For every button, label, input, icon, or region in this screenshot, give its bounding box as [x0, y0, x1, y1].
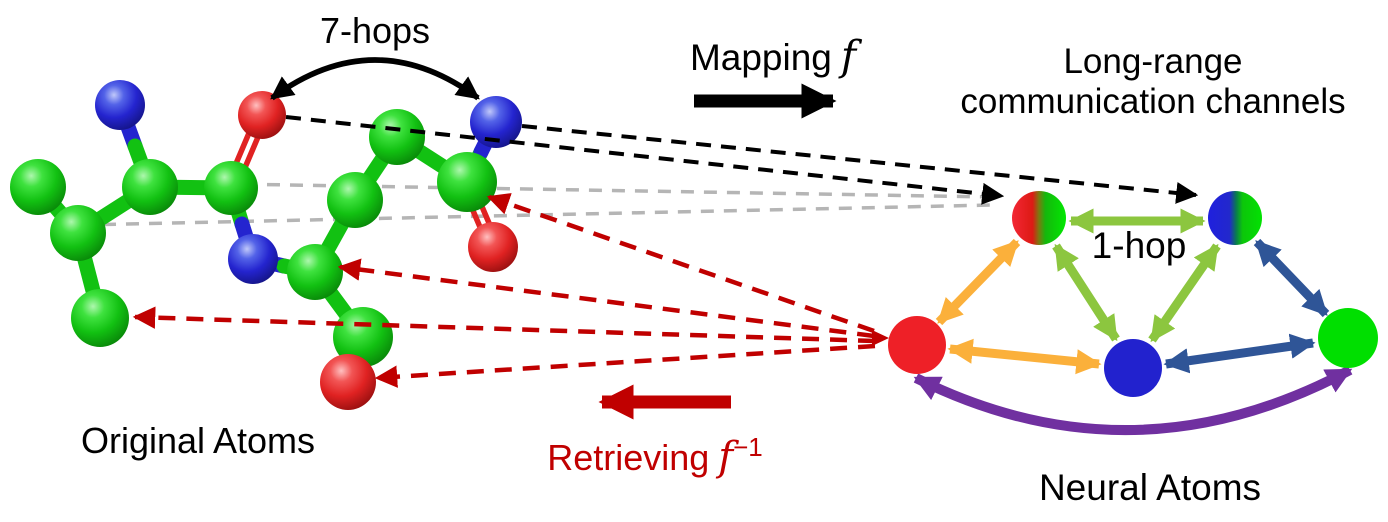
atom-green	[287, 244, 343, 300]
retrieving-dashed-line-3	[132, 306, 876, 344]
atom-red	[320, 354, 376, 410]
edge-orange-red-to-rg	[935, 238, 1021, 326]
mapping-symbol: f	[838, 32, 863, 80]
atom-green	[50, 205, 106, 261]
atom-green	[204, 161, 258, 215]
atom-green	[333, 307, 393, 367]
node-hybrid-red-green	[1012, 191, 1066, 245]
long-range-label-line1: Long-range	[1063, 42, 1242, 81]
retrieving-dashed-line-2	[337, 258, 875, 339]
seven-hops-arc-arrow	[270, 57, 480, 101]
mapping-dashed-line-blue-atom	[521, 124, 1199, 204]
atom-red	[468, 222, 518, 272]
edge-lightgreen-bg-to-blue	[1148, 243, 1221, 343]
gray-dashed-correspondence-lines	[79, 181, 993, 227]
neural-atoms-graph	[888, 191, 1378, 435]
atom-blue	[95, 80, 145, 130]
retrieving-superscript: −1	[733, 432, 763, 462]
edge-lightgreen-rg-to-blue	[1052, 243, 1120, 342]
original-molecule	[10, 80, 522, 410]
retrieving-dashed-line-4	[374, 343, 876, 388]
node-blue	[1104, 339, 1162, 397]
long-range-label-line2: communication channels	[960, 82, 1345, 121]
gray-dashed-line-1	[174, 181, 993, 199]
atom-blue	[228, 234, 278, 284]
atom-green	[369, 109, 425, 165]
gray-dashed-line-2	[79, 203, 993, 227]
node-green	[1318, 308, 1378, 368]
mapping-dashed-line-red-atom	[285, 115, 1005, 205]
atom-green	[437, 152, 497, 212]
red-dashed-retrieving-lines	[132, 193, 889, 388]
node-red	[888, 316, 946, 374]
edge-navy-bg-to-green	[1253, 238, 1330, 318]
original-atoms-caption: Original Atoms	[81, 420, 315, 461]
edge-orange-red-to-blue	[947, 338, 1102, 375]
atom-red	[238, 91, 286, 139]
edge-purple-red-to-green	[913, 365, 1353, 435]
black-dashed-mapping-lines	[285, 115, 1199, 205]
atom-green	[71, 289, 129, 347]
edge-navy-blue-to-green	[1163, 333, 1316, 374]
neural-atoms-caption: Neural Atoms	[1039, 467, 1261, 508]
retrieving-word: Retrieving	[547, 437, 709, 478]
seven-hops-label: 7-hops	[320, 10, 430, 51]
node-hybrid-blue-green	[1208, 191, 1262, 245]
one-hop-label: 1-hop	[1092, 225, 1187, 266]
retrieving-converge-arrowhead	[872, 330, 889, 346]
atom-green	[10, 159, 66, 215]
atom-blue	[470, 96, 522, 148]
atom-green	[327, 172, 383, 228]
mapping-word: Mapping	[690, 37, 832, 78]
atom-green	[122, 159, 178, 215]
molecule-atoms	[10, 80, 522, 410]
retrieving-dashed-line-1	[486, 193, 875, 334]
